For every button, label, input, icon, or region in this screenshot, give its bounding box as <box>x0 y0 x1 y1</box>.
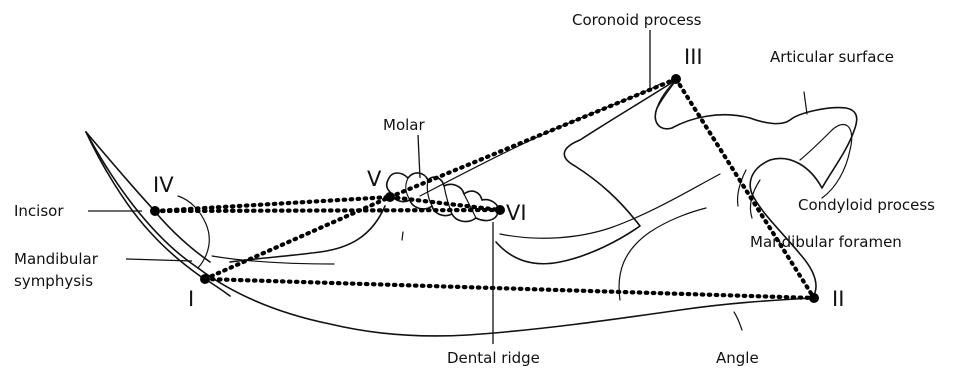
point-III-marker <box>671 74 681 84</box>
label-condyloid-process: Condyloid process <box>798 196 935 214</box>
label-mandibular-symphysis-2: symphysis <box>14 272 93 290</box>
label-mandibular-foramen: Mandibular foramen <box>750 233 902 251</box>
point-II-label: II <box>832 287 844 311</box>
point-VI-label: VI <box>506 201 527 225</box>
leader-symphysis <box>126 259 192 261</box>
measurement-lines <box>155 79 814 298</box>
label-dental-ridge: Dental ridge <box>447 349 540 367</box>
label-angle: Angle <box>716 349 759 367</box>
line-I-II <box>205 279 814 298</box>
point-I-label: I <box>188 287 194 311</box>
line-III-II <box>676 79 814 298</box>
label-mandibular-symphysis-1: Mandibular <box>14 250 99 268</box>
point-IV-label: IV <box>153 173 174 197</box>
point-V-marker <box>385 192 395 202</box>
label-articular-surface: Articular surface <box>770 48 894 66</box>
point-III-label: III <box>684 45 703 69</box>
line-IV-VI <box>155 210 500 211</box>
label-incisor: Incisor <box>14 202 64 220</box>
label-molar: Molar <box>383 116 425 134</box>
point-VI-marker <box>495 205 505 215</box>
point-IV-marker <box>150 206 160 216</box>
label-coronoid-process: Coronoid process <box>572 11 702 29</box>
point-I-marker <box>200 274 210 284</box>
leader-molar <box>418 135 420 178</box>
point-II-marker <box>809 293 819 303</box>
landmark-points <box>150 74 819 303</box>
point-V-label: V <box>367 167 382 191</box>
